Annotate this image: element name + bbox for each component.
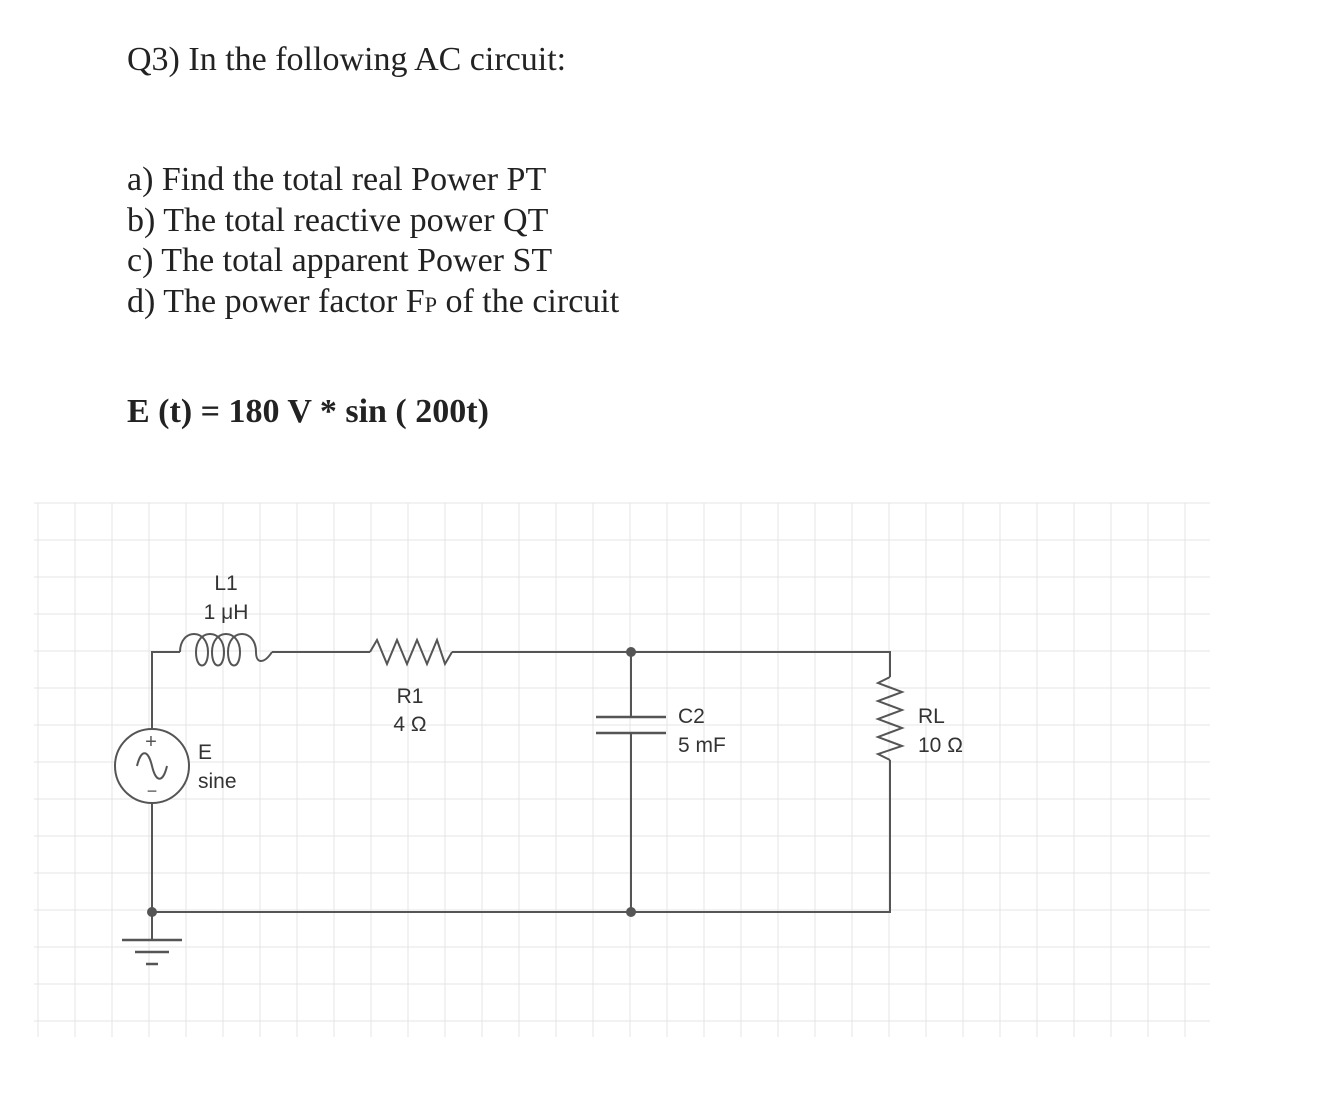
source-minus-sign: −: [147, 781, 158, 801]
inductor-l1-value: 1 μH: [204, 601, 249, 624]
circuit-wires: [151, 651, 891, 940]
capacitor-c2-value: 5 mF: [678, 734, 726, 757]
resistor-rl-value: 10 Ω: [918, 734, 963, 757]
inductor-l1-symbol: [179, 633, 273, 667]
question-items: a) Find the total real Power PT b) The t…: [127, 160, 619, 322]
question-item-c: c) The total apparent Power ST: [127, 242, 553, 279]
source-e-value: sine: [198, 770, 237, 793]
question-item-b: b) The total reactive power QT: [127, 201, 549, 239]
capacitor-c2-name: C2: [678, 705, 705, 728]
node-bottom-right: [626, 907, 636, 917]
source-e-name: E: [198, 741, 212, 764]
circuit-diagram: L1 1 μH R1 4 Ω C2 5 mF RL 10 Ω + − E sin…: [34, 502, 1210, 1037]
question-item-a: a) Find the total real Power PT: [127, 161, 547, 198]
wire-top-right: [631, 651, 891, 677]
resistor-rl-symbol: [875, 676, 905, 761]
power-factor-subscript: P: [424, 291, 437, 317]
wire-top-left: [151, 651, 180, 745]
inductor-l1-name: L1: [214, 572, 237, 595]
node-top: [626, 647, 636, 657]
wire-bottom: [152, 760, 891, 913]
resistor-r1-symbol: [369, 637, 453, 667]
question-item-d: d) The power factor FP of the circuit: [127, 282, 620, 320]
ground-icon: [122, 938, 182, 966]
resistor-rl-name: RL: [918, 705, 945, 728]
source-plus-sign: +: [145, 731, 157, 753]
source-equation: E (t) = 180 V * sin ( 200t): [127, 393, 489, 430]
resistor-r1-value: 4 Ω: [393, 713, 426, 736]
node-bottom-left: [147, 907, 157, 917]
grid-background: [34, 502, 1210, 1037]
question-title: Q3) In the following AC circuit:: [127, 41, 567, 78]
resistor-r1-name: R1: [397, 685, 424, 708]
sine-wave-icon: [136, 752, 168, 780]
